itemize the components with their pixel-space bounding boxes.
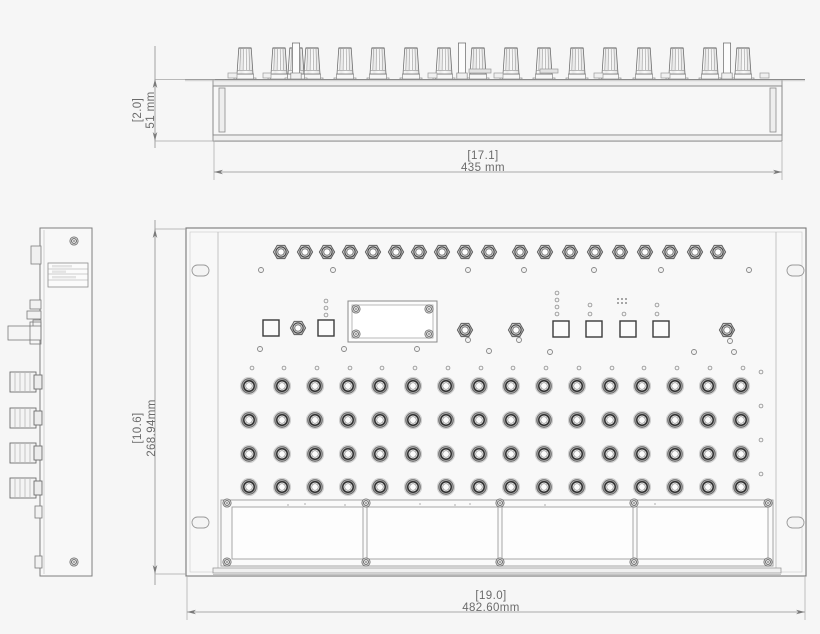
bottom-bay-marks (287, 503, 656, 506)
dimension-top-width: [17.1] 435 mm (213, 142, 783, 180)
rack-slot-top-right (786, 264, 805, 277)
front-view (185, 227, 807, 577)
blank-panel-4 (636, 506, 769, 560)
front-panel-control-band (262, 290, 736, 343)
side-view-screw-top (69, 236, 79, 246)
dim-panel-height-metric: 268.94mm (146, 399, 158, 457)
dimension-panel-width: [19.0] 482.60mm (186, 577, 806, 620)
rack-slot-bottom-left (191, 516, 210, 529)
dim-top-height-metric: 51 mm (145, 91, 157, 128)
dim-panel-width-metric: 482.60mm (462, 602, 520, 614)
side-view-connector-top (30, 245, 42, 265)
square-button-3 (552, 320, 570, 338)
side-view-label-block (47, 262, 89, 288)
square-button-1 (262, 319, 280, 337)
top-view-chassis (185, 79, 805, 142)
side-view-jack-connectors (9, 371, 43, 499)
front-panel-bottom-bay (212, 498, 782, 575)
control-hexnut-2 (456, 322, 474, 338)
control-hexnut-3 (507, 322, 525, 338)
rack-slot-top-left (191, 264, 210, 277)
square-button-4 (585, 320, 603, 338)
side-view (7, 227, 93, 577)
top-view (185, 42, 805, 142)
top-view-surface-details (227, 68, 770, 79)
side-view-bottom-tabs (34, 505, 43, 569)
dimension-panel-height: [10.6] 268.94mm (132, 220, 186, 585)
control-hexnut-4 (718, 322, 736, 338)
blank-panel-3 (501, 506, 634, 560)
blank-panel-2 (366, 506, 499, 560)
dim-top-height-inches: [2.0] (132, 98, 144, 122)
rack-ear-slots (191, 264, 805, 529)
front-panel-display (347, 300, 438, 343)
square-button-2 (317, 319, 335, 337)
dimension-top-height: [2.0] 51 mm (132, 46, 215, 148)
dim-top-width-metric: 435 mm (461, 162, 505, 174)
dim-panel-width-inches: [19.0] (475, 590, 506, 602)
square-button-5 (619, 320, 637, 338)
dim-panel-height-inches: [10.6] (132, 412, 144, 443)
side-view-screw-bottom (69, 557, 79, 567)
side-view-connectors-middle (7, 299, 42, 345)
blank-panel-1 (231, 506, 364, 560)
rack-slot-bottom-right (786, 516, 805, 529)
square-button-6 (652, 320, 670, 338)
dim-top-width-inches: [17.1] (467, 150, 498, 162)
control-hexnut-1 (289, 320, 307, 336)
